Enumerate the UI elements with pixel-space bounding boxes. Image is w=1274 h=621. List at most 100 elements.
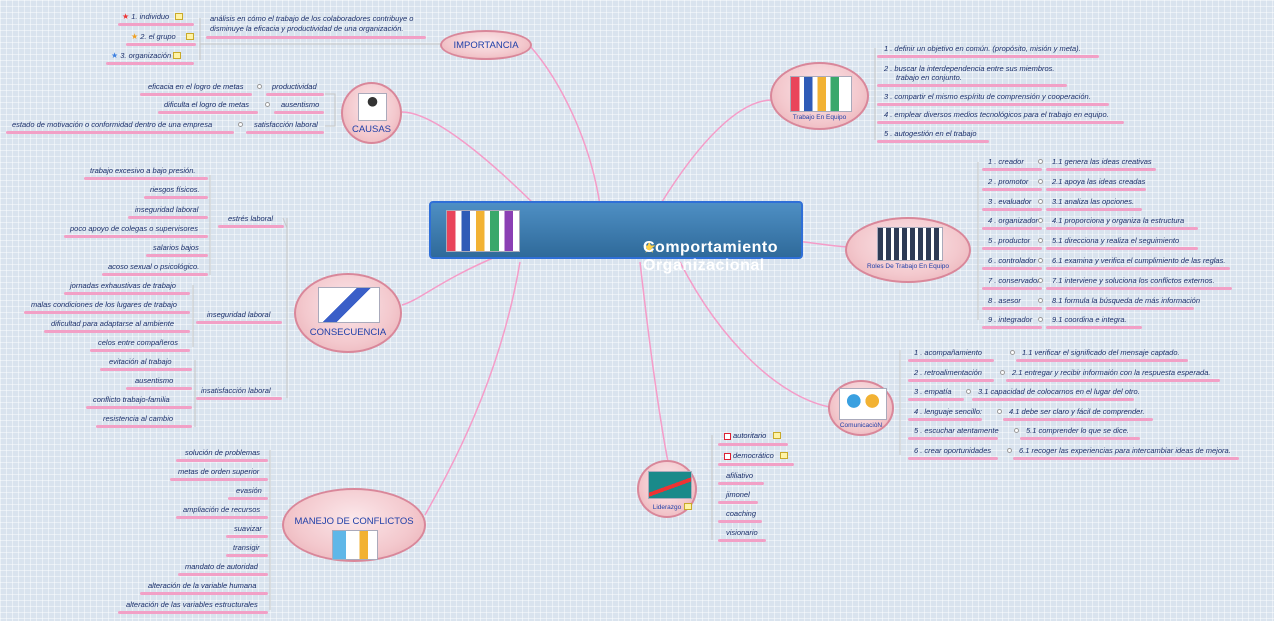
trabajo-item[interactable]: 5 . autogestión en el trabajo (884, 129, 977, 138)
comunicacion-detail[interactable]: 2.1 entregar y recibir informaión con la… (1012, 367, 1211, 377)
comunicacion-detail[interactable]: 1.1 verificar el significado del mensaje… (1022, 348, 1180, 357)
underline (144, 196, 208, 199)
comunicacion-item[interactable]: 6 . crear oportunidades (914, 446, 992, 455)
consecuencia-group[interactable]: estrés laboral (228, 214, 274, 223)
comunicacion-item[interactable]: 3 . empatía (914, 387, 952, 397)
consecuencia-item[interactable]: riesgos físicos. (150, 185, 200, 194)
consecuencia-item[interactable]: resistencia al cambio (103, 414, 174, 423)
consecuencia-item[interactable]: acoso sexual o psicológico. (108, 262, 200, 271)
importancia-item-1[interactable]: ★ 1. individuo (122, 12, 170, 21)
comunicacion-node[interactable]: ComunicaciòN (828, 380, 894, 436)
manejo-item[interactable]: suavizar (234, 524, 262, 533)
role-name[interactable]: 2 . promotor (988, 176, 1029, 186)
comunicacion-detail[interactable]: 4.1 debe ser claro y fácil de comprender… (1009, 406, 1145, 416)
consecuencia-group[interactable]: inseguridad laboral (207, 310, 271, 319)
trabajo-item[interactable]: 3 . compartir el mismo espíritu de compr… (884, 92, 1091, 101)
liderazgo-item[interactable]: autoritario (733, 431, 767, 440)
role-detail[interactable]: 7.1 interviene y soluciona los conflicto… (1052, 275, 1215, 285)
role-detail[interactable]: 2.1 apoya las ideas creadas (1052, 176, 1146, 186)
comunicacion-item[interactable]: 5 . escuchar atentamente (914, 426, 999, 436)
consecuencia-item[interactable]: celos entre compañeros (98, 338, 179, 347)
causas-item-name[interactable]: satisfacción laboral (254, 120, 318, 129)
trabajo-node[interactable]: Trabajo En Equipo (770, 62, 869, 130)
manejo-item[interactable]: ampliación de recursos (183, 505, 261, 514)
comunicacion-detail[interactable]: 3.1 capacidad de colocarnos en el lugar … (978, 387, 1140, 397)
comunicacion-item[interactable]: 1 . acompañamiento (914, 348, 982, 357)
role-name[interactable]: 7 . conservador (988, 275, 1040, 285)
role-detail[interactable]: 8.1 formula la búsqueda de más informaci… (1052, 295, 1201, 305)
role-detail[interactable]: 9.1 coordina e integra. (1052, 315, 1127, 325)
comunicacion-detail[interactable]: 6.1 recoger las experiencias para interc… (1019, 446, 1231, 455)
consecuencia-item[interactable]: dificultad para adaptarse al ambiente (51, 319, 174, 328)
underline (908, 417, 982, 421)
manejo-item[interactable]: alteración de las variables estructurale… (126, 600, 258, 609)
causas-item-detail[interactable]: estado de motivación o conformidad dentr… (12, 120, 213, 129)
comunicacion-detail[interactable]: 5.1 comprender lo que se dice. (1026, 426, 1129, 436)
consecuencia-item[interactable]: salarios bajos (153, 243, 199, 252)
manejo-node[interactable]: MANEJO DE CONFLICTOS (282, 488, 426, 562)
underline (982, 267, 1042, 270)
underline (908, 398, 964, 402)
role-name[interactable]: 5 . productor (988, 236, 1031, 246)
comunicacion-item[interactable]: 2 . retroalimentación (914, 367, 982, 377)
manejo-item[interactable]: alteración de la variable humana (148, 581, 257, 590)
trabajo-item[interactable]: 2 . buscar la interdependencia entre sus… (884, 64, 1055, 73)
importancia-item-2[interactable]: ★ 2. el grupo (131, 32, 176, 41)
consecuencia-item[interactable]: trabajo excesivo a bajo presión. (90, 166, 196, 175)
central-topic[interactable]: ★Comportamiento Organizacional (429, 201, 803, 274)
liderazgo-item[interactable]: afiliativo (726, 471, 754, 480)
consecuencia-node[interactable]: CONSECUENCIA (294, 273, 402, 353)
comunicacion-item[interactable]: 4 . lenguaje sencillo: (914, 406, 982, 416)
consecuencia-item[interactable]: ausentismo (135, 376, 174, 385)
role-detail[interactable]: 5.1 direcciona y realiza el seguimiento (1052, 236, 1180, 246)
consecuencia-item[interactable]: conflicto trabajo-familia (93, 395, 170, 404)
underline (146, 254, 208, 257)
importancia-node[interactable]: IMPORTANCIA (440, 30, 532, 60)
roles-node[interactable]: Roles De Trabajo En Equipo (845, 217, 971, 283)
causas-item-name[interactable]: productividad (272, 82, 317, 91)
liderazgo-item[interactable]: coaching (726, 509, 757, 518)
underline (274, 111, 324, 114)
underline (982, 227, 1042, 231)
importancia-description[interactable]: análisis en cómo el trabajo de los colab… (210, 14, 414, 33)
role-name[interactable]: 4 . organizador (988, 216, 1039, 226)
trabajo-item[interactable]: trabajo en conjunto. (896, 73, 962, 82)
liderazgo-item[interactable]: visionario (726, 528, 758, 537)
role-name[interactable]: 1 . creador (988, 157, 1024, 166)
manejo-item[interactable]: mandato de autoridad (185, 562, 258, 571)
underline (982, 247, 1042, 251)
trabajo-item[interactable]: 1 . definir un objetivo en común. (propó… (884, 44, 1081, 53)
role-name[interactable]: 8 . asesor (988, 295, 1021, 305)
role-detail[interactable]: 6.1 examina y verifica el cumplimiento d… (1052, 256, 1226, 265)
consecuencia-item[interactable]: inseguridad laboral (135, 205, 199, 214)
causas-item-name[interactable]: ausentismo (281, 100, 320, 109)
role-name[interactable]: 9 . integrador (988, 315, 1033, 325)
role-name[interactable]: 6 . controlador (988, 256, 1036, 265)
role-detail[interactable]: 4.1 proporciona y organiza la estructura (1052, 216, 1185, 226)
comunicacion-label: ComunicaciòN (839, 422, 883, 429)
manejo-item[interactable]: evasión (236, 486, 262, 495)
trabajo-item[interactable]: 4 . emplear diversos medios tecnológicos… (884, 110, 1109, 119)
manejo-item[interactable]: solución de problemas (185, 448, 261, 457)
role-detail[interactable]: 3.1 analiza las opciones. (1052, 196, 1135, 206)
manejo-item[interactable]: transigir (233, 543, 260, 552)
liderazgo-node[interactable]: Liderazgo (637, 460, 697, 518)
liderazgo-item[interactable]: jimonel (726, 490, 750, 499)
importancia-item-3[interactable]: ★ 3. organización (111, 51, 172, 60)
connector-dot (1007, 448, 1012, 453)
causas-node[interactable]: CAUSAS (341, 82, 402, 144)
consecuencia-group[interactable]: insatisfacción laboral (201, 386, 271, 395)
causas-item-detail[interactable]: dificulta el logro de metas (164, 100, 250, 109)
connector-dot (1038, 277, 1043, 283)
causas-item-detail[interactable]: eficacia en el logro de metas (148, 82, 244, 91)
consecuencia-item[interactable]: malas condiciones de los lugares de trab… (31, 300, 177, 309)
consecuencia-item[interactable]: jornadas exhaustivas de trabajo (70, 281, 176, 290)
role-detail[interactable]: 1.1 genera las ideas creativas (1052, 157, 1152, 166)
consecuencia-item[interactable]: evitación al trabajo (109, 357, 172, 366)
manejo-item[interactable]: metas de orden superior (178, 467, 260, 476)
liderazgo-item[interactable]: democrático (733, 451, 774, 460)
role-name[interactable]: 3 . evaluador (988, 196, 1032, 206)
consecuencia-item[interactable]: poco apoyo de colegas o supervisores (70, 224, 198, 233)
underline (1046, 187, 1146, 191)
